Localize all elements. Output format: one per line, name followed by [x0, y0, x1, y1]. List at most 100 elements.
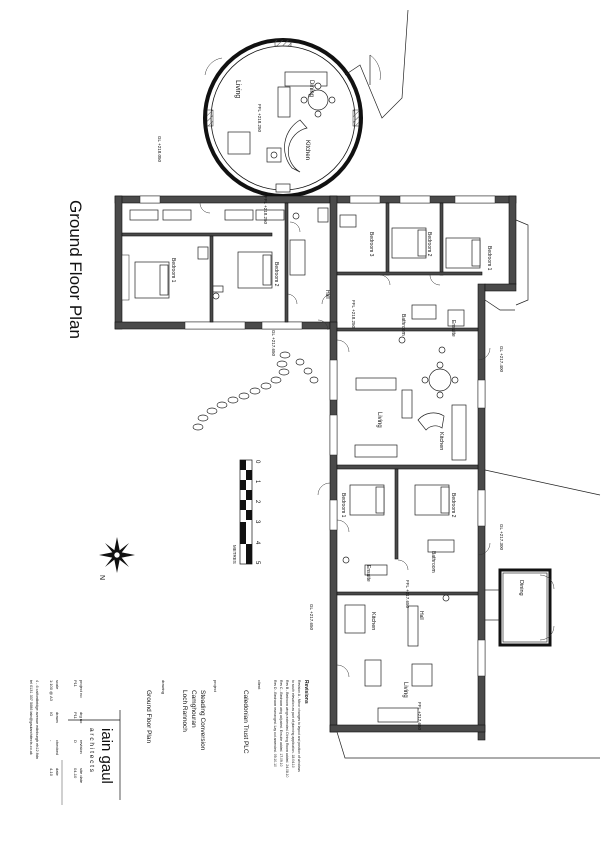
sofa — [364, 659, 382, 687]
room-label-bedroom1-west: Bedroom 1 — [170, 258, 176, 283]
room-label-living-mid: Living — [376, 412, 382, 428]
north-label: N — [98, 575, 105, 580]
level-label: GL +217.650 — [309, 604, 314, 630]
meta-value: - — [49, 740, 54, 742]
worktop — [407, 605, 419, 647]
dining-annex: Dining — [485, 568, 555, 647]
sofa — [277, 86, 291, 118]
project-line-3: Loch Rannoch — [181, 690, 188, 732]
meta-value: D — [73, 740, 78, 743]
north-arrow-icon: N — [98, 537, 135, 580]
level-label: FFL +217.650 — [417, 702, 422, 730]
kitchen-counter — [344, 604, 366, 634]
kitchen-curved-counter — [284, 119, 308, 173]
room-label-bathroom-south: Bathroom — [430, 551, 436, 573]
level-label: FFL +218.250 — [257, 104, 262, 132]
toilet — [438, 346, 446, 354]
revision-line: Revision A - Minor changes to layout and… — [297, 680, 301, 772]
level-label: GL +217.650 — [271, 330, 276, 356]
meta-value: 1:100 @ A3 — [49, 680, 54, 702]
room-label-bathroom-mid: Bathroom — [400, 314, 406, 336]
project-label: project — [213, 680, 218, 693]
round-wall — [203, 38, 363, 198]
client-label: client — [257, 680, 262, 690]
meta-header: checked — [55, 740, 60, 755]
sofa — [411, 663, 433, 687]
sofa — [355, 377, 397, 391]
practice-sub: architects — [88, 728, 95, 774]
toilet — [342, 556, 350, 564]
meta-header: scale — [55, 680, 60, 690]
meta-header: site date — [79, 768, 84, 784]
room-label-bedroom1-south: Bedroom 1 — [340, 493, 346, 518]
dining-table — [428, 368, 452, 392]
level-label: FFL +218.250 — [263, 196, 268, 224]
room-label-ensuite-mid: Ensuite — [450, 320, 456, 337]
room-label-bedroom1-east: Bedroom 1 — [486, 246, 492, 271]
meta-value: 04-10 — [73, 768, 78, 779]
title-block: iain gaul architects Revisions Revision … — [29, 680, 309, 805]
room-label-hall-west: Hall — [324, 290, 330, 299]
room-label-living-round: Living — [234, 80, 241, 98]
drawing-label: drawing — [161, 680, 166, 694]
meta-value: IG — [49, 712, 54, 716]
kitchen-counter — [451, 404, 467, 461]
level-label: FFL +217.650 — [405, 580, 410, 608]
scale-unit: METRES — [232, 545, 237, 564]
sofa — [284, 71, 328, 87]
scale-tick-0: 0 — [254, 460, 260, 464]
level-label: FFL +218.250 — [351, 300, 356, 328]
meta-value: P11 — [73, 712, 78, 720]
shower — [197, 246, 209, 260]
room-label-ensuite-south: Ensuite — [365, 565, 371, 582]
round-pavilion: Living Dining Kitchen FFL +218.250 GL +2… — [157, 9, 409, 198]
address-line: 4 - 6 calfordbridge avenue edinburgh eh1… — [35, 680, 39, 759]
bath — [289, 239, 306, 276]
bath — [411, 304, 437, 320]
meta-header: project no — [79, 680, 84, 698]
room-label-bedroom2-mid: Bedroom 2 — [426, 232, 432, 257]
room-label-kitchen-south: Kitchen — [370, 612, 376, 630]
sofa — [354, 444, 398, 458]
shower — [447, 309, 465, 327]
project-line-2: Camghouran — [190, 690, 197, 728]
west-wing: Bedroom 1 Bedroom 2 Hall GL +217.650 FFL… — [114, 195, 334, 356]
room-label-living-south: Living — [402, 682, 408, 698]
room-label-kitchen-mid: Kitchen — [438, 432, 444, 450]
room-label-bedroom2-south: Bedroom 2 — [450, 493, 456, 518]
room-label-kitchen-round: Kitchen — [304, 140, 310, 160]
address-line: tel 0131 337 5686 iain@gaularchitects.co… — [29, 680, 33, 755]
scale-bar: 0 1 2 3 4 5 METRES — [232, 459, 260, 565]
kitchen-island — [417, 412, 445, 431]
stepping-stones — [192, 351, 319, 431]
room-label-hall-south: Hall — [418, 611, 424, 620]
practice-name: iain gaul — [98, 728, 115, 784]
bath — [427, 539, 455, 553]
revision-line: Rev D - Bedroom rearranged. Lay out amen… — [273, 680, 277, 767]
level-label: GL +217.400 — [499, 346, 504, 372]
armchair — [227, 131, 251, 155]
revision-line: Rev B - Bedroom wings extended. Dining R… — [285, 680, 289, 778]
meta-header: drg no — [79, 712, 84, 724]
main-spine: Bedroom 3 Bedroom 2 Bedroom 1 Bathroom E… — [309, 195, 601, 759]
shower — [364, 564, 388, 576]
drawing-title: Ground Floor Plan — [66, 200, 85, 339]
meta-value: 4-10 — [49, 768, 54, 777]
client-name: Caledonian Trust PLC — [242, 690, 249, 754]
sofa — [377, 707, 419, 723]
round-window-marks — [206, 39, 360, 127]
sofa — [401, 389, 413, 419]
room-label-dining-annex: Dining — [518, 580, 524, 596]
toilet — [398, 336, 406, 344]
room-label-dining-round: Dining — [308, 80, 314, 97]
revision-line: Rev C - Bedroom wing adjusted. Ensuite a… — [279, 680, 283, 767]
toilet — [442, 594, 450, 602]
scale-tick-1: 1 — [254, 480, 260, 484]
level-label: GL +217.300 — [499, 524, 504, 550]
meta-header: revision — [79, 740, 84, 754]
scale-tick-5: 5 — [254, 561, 260, 565]
drawing-name: Ground Floor Plan — [145, 690, 152, 743]
revision-line: to south elevation as part of planning a… — [291, 680, 295, 768]
